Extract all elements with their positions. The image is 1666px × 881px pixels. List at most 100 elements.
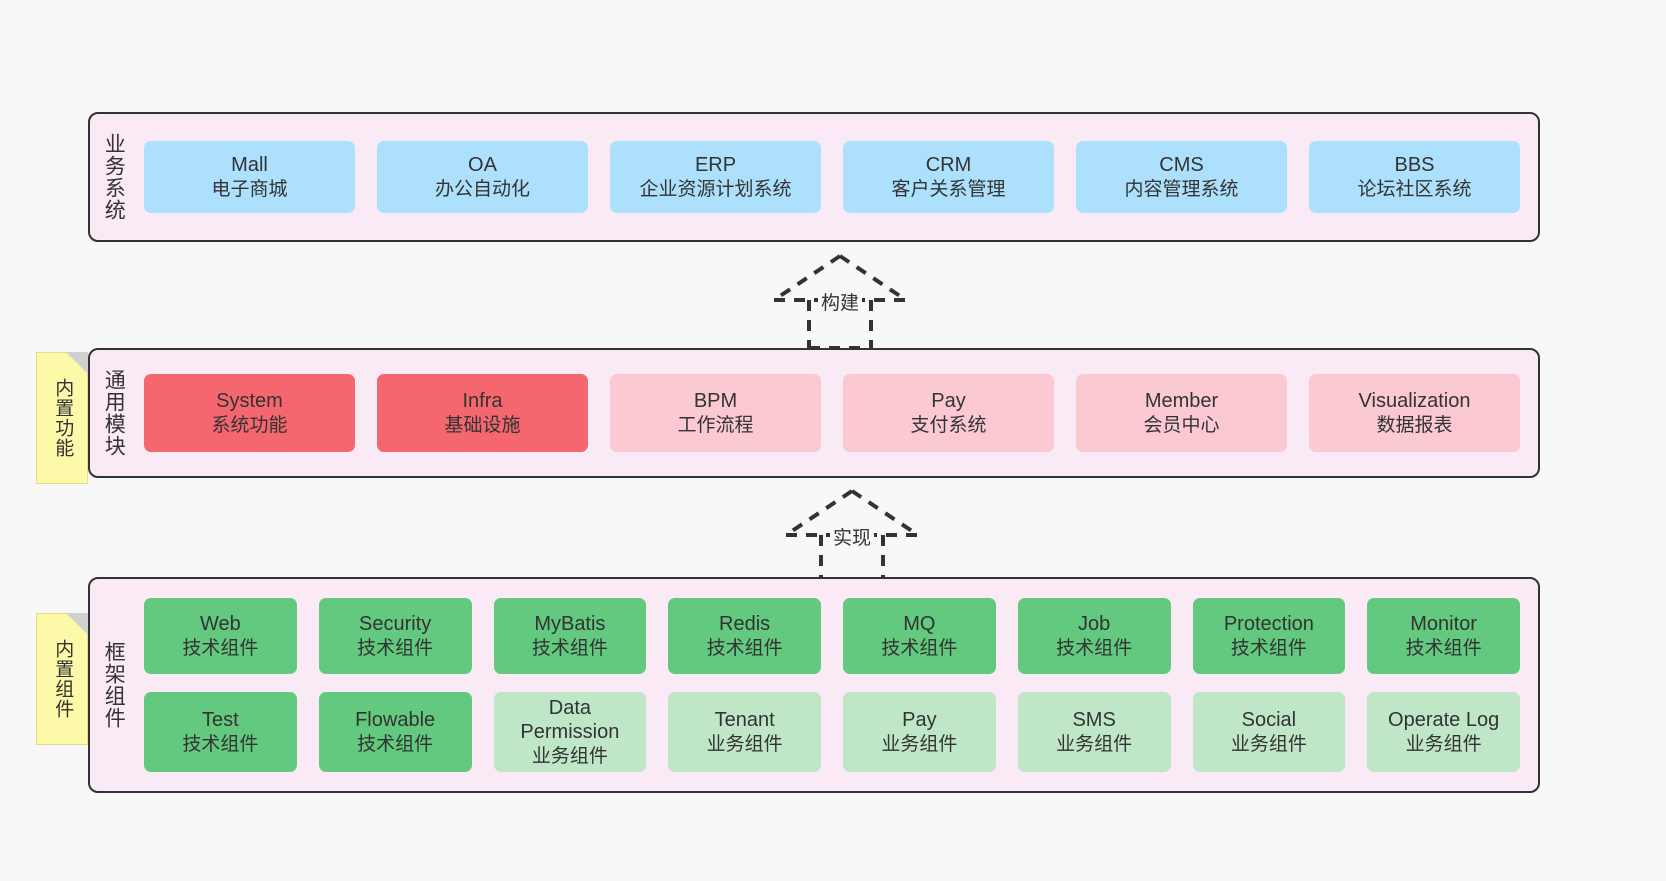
card-row: Web 技术组件 Security 技术组件 MyBatis 技术组件 Redi…: [144, 598, 1520, 675]
card-data-permission[interactable]: Data Permission 业务组件: [493, 692, 647, 772]
card-title: Visualization: [1358, 390, 1471, 413]
card-system[interactable]: System 系统功能: [144, 374, 355, 452]
card-subtitle: 业务组件: [1405, 733, 1482, 755]
card-sms[interactable]: SMS 业务组件: [1017, 692, 1171, 772]
card-bpm[interactable]: BPM 工作流程: [610, 374, 821, 452]
card-title: Pay: [931, 390, 966, 413]
card-row: Test 技术组件 Flowable 技术组件 Data Permission …: [144, 692, 1520, 772]
card-subtitle: 技术组件: [182, 733, 259, 755]
card-row: System 系统功能 Infra 基础设施 BPM 工作流程 Pay 支付系统…: [144, 374, 1520, 452]
arrowhead-left-edge: [784, 489, 854, 537]
card-subtitle: 业务组件: [706, 733, 783, 755]
card-protection[interactable]: Protection 技术组件: [1192, 598, 1346, 675]
card-member[interactable]: Member 会员中心: [1076, 374, 1287, 452]
note-label: 内置功能: [52, 378, 74, 458]
card-subtitle: 内容管理系统: [1124, 178, 1239, 200]
card-title: Web: [199, 613, 241, 636]
card-mall[interactable]: Mall 电子商城: [144, 141, 355, 213]
card-crm[interactable]: CRM 客户关系管理: [843, 141, 1054, 213]
card-subtitle: 基础设施: [444, 414, 521, 436]
card-subtitle: 系统功能: [211, 414, 288, 436]
connector-implement: 实现: [772, 487, 932, 587]
card-web[interactable]: Web 技术组件: [144, 598, 297, 675]
card-subtitle: 会员中心: [1143, 414, 1220, 436]
arrowhead-right-edge: [850, 489, 920, 537]
card-subtitle: 办公自动化: [434, 178, 530, 200]
card-title: Operate Log: [1388, 709, 1500, 732]
card-title: Protection: [1223, 613, 1314, 636]
card-subtitle: 技术组件: [357, 637, 434, 659]
card-visualization[interactable]: Visualization 数据报表: [1309, 374, 1520, 452]
card-subtitle: 数据报表: [1376, 414, 1453, 436]
card-subtitle: 技术组件: [1230, 637, 1307, 659]
card-title: MyBatis: [534, 613, 606, 636]
layer-title-business-system: 业务系统: [102, 133, 126, 221]
card-infra[interactable]: Infra 基础设施: [377, 374, 588, 452]
card-subtitle: 技术组件: [1405, 637, 1482, 659]
card-title: Infra: [462, 390, 503, 413]
card-tenant[interactable]: Tenant 业务组件: [668, 692, 821, 772]
card-subtitle: 业务组件: [1056, 733, 1133, 755]
card-security[interactable]: Security 技术组件: [318, 598, 472, 675]
card-title: OA: [468, 154, 497, 177]
card-title: Social: [1241, 709, 1297, 732]
arrowhead-left-edge: [772, 254, 842, 302]
card-title: Redis: [719, 613, 771, 636]
layer-framework-component: 框架组件 Web 技术组件 Security 技术组件 MyBatis 技术组件…: [88, 577, 1540, 793]
card-pay-component[interactable]: Pay 业务组件: [843, 692, 996, 772]
card-title: Job: [1078, 613, 1111, 636]
card-redis[interactable]: Redis 技术组件: [668, 598, 821, 675]
card-title: ERP: [694, 154, 737, 177]
card-subtitle: 客户关系管理: [891, 178, 1006, 200]
card-subtitle: 技术组件: [1056, 637, 1133, 659]
card-mq[interactable]: MQ 技术组件: [843, 598, 996, 675]
card-title: Monitor: [1410, 613, 1477, 636]
card-title: Security: [359, 613, 432, 636]
card-subtitle: 论坛社区系统: [1357, 178, 1472, 200]
card-title: BPM: [693, 390, 738, 413]
card-title: Data Permission: [520, 697, 620, 744]
note-builtin-component: 内置组件: [36, 613, 88, 745]
card-title: Pay: [902, 709, 937, 732]
card-title: CRM: [925, 154, 972, 177]
layer-body-business-system: Mall 电子商城 OA 办公自动化 ERP 企业资源计划系统 CRM 客户关系…: [136, 114, 1538, 240]
card-title: MQ: [903, 613, 936, 636]
card-operate-log[interactable]: Operate Log 业务组件: [1367, 692, 1520, 772]
card-erp[interactable]: ERP 企业资源计划系统: [610, 141, 821, 213]
layer-title-framework-component: 框架组件: [102, 641, 126, 729]
card-subtitle: 业务组件: [531, 745, 608, 767]
card-title: System: [216, 390, 283, 413]
card-subtitle: 企业资源计划系统: [639, 178, 792, 200]
card-title: SMS: [1072, 709, 1116, 732]
layer-body-framework-component: Web 技术组件 Security 技术组件 MyBatis 技术组件 Redi…: [136, 579, 1538, 791]
note-label: 内置组件: [52, 639, 74, 719]
connector-build: 构建: [760, 252, 920, 352]
card-social[interactable]: Social 业务组件: [1192, 692, 1346, 772]
layer-business-system: 业务系统 Mall 电子商城 OA 办公自动化 ERP 企业资源计划系统 CRM…: [88, 112, 1540, 242]
card-title: Tenant: [714, 709, 775, 732]
card-title: Test: [202, 709, 239, 732]
card-pay-module[interactable]: Pay 支付系统: [843, 374, 1054, 452]
connector-label-build: 构建: [817, 293, 863, 315]
card-job[interactable]: Job 技术组件: [1017, 598, 1171, 675]
card-subtitle: 技术组件: [357, 733, 434, 755]
card-cms[interactable]: CMS 内容管理系统: [1076, 141, 1287, 213]
card-subtitle: 业务组件: [1230, 733, 1307, 755]
card-title: Member: [1144, 390, 1219, 413]
card-title: CMS: [1159, 154, 1204, 177]
card-mybatis[interactable]: MyBatis 技术组件: [493, 598, 647, 675]
card-flowable[interactable]: Flowable 技术组件: [318, 692, 472, 772]
card-bbs[interactable]: BBS 论坛社区系统: [1309, 141, 1520, 213]
card-subtitle: 技术组件: [182, 637, 259, 659]
layer-title-common-module: 通用模块: [102, 369, 126, 457]
card-test[interactable]: Test 技术组件: [144, 692, 297, 772]
card-monitor[interactable]: Monitor 技术组件: [1367, 598, 1520, 675]
arrowhead-right-edge: [838, 254, 908, 302]
card-title: BBS: [1394, 154, 1435, 177]
card-row: Mall 电子商城 OA 办公自动化 ERP 企业资源计划系统 CRM 客户关系…: [144, 141, 1520, 213]
card-oa[interactable]: OA 办公自动化: [377, 141, 588, 213]
layer-common-module: 通用模块 System 系统功能 Infra 基础设施 BPM 工作流程 Pay…: [88, 348, 1540, 478]
card-title: Flowable: [355, 709, 436, 732]
card-subtitle: 支付系统: [910, 414, 987, 436]
layer-body-common-module: System 系统功能 Infra 基础设施 BPM 工作流程 Pay 支付系统…: [136, 350, 1538, 476]
